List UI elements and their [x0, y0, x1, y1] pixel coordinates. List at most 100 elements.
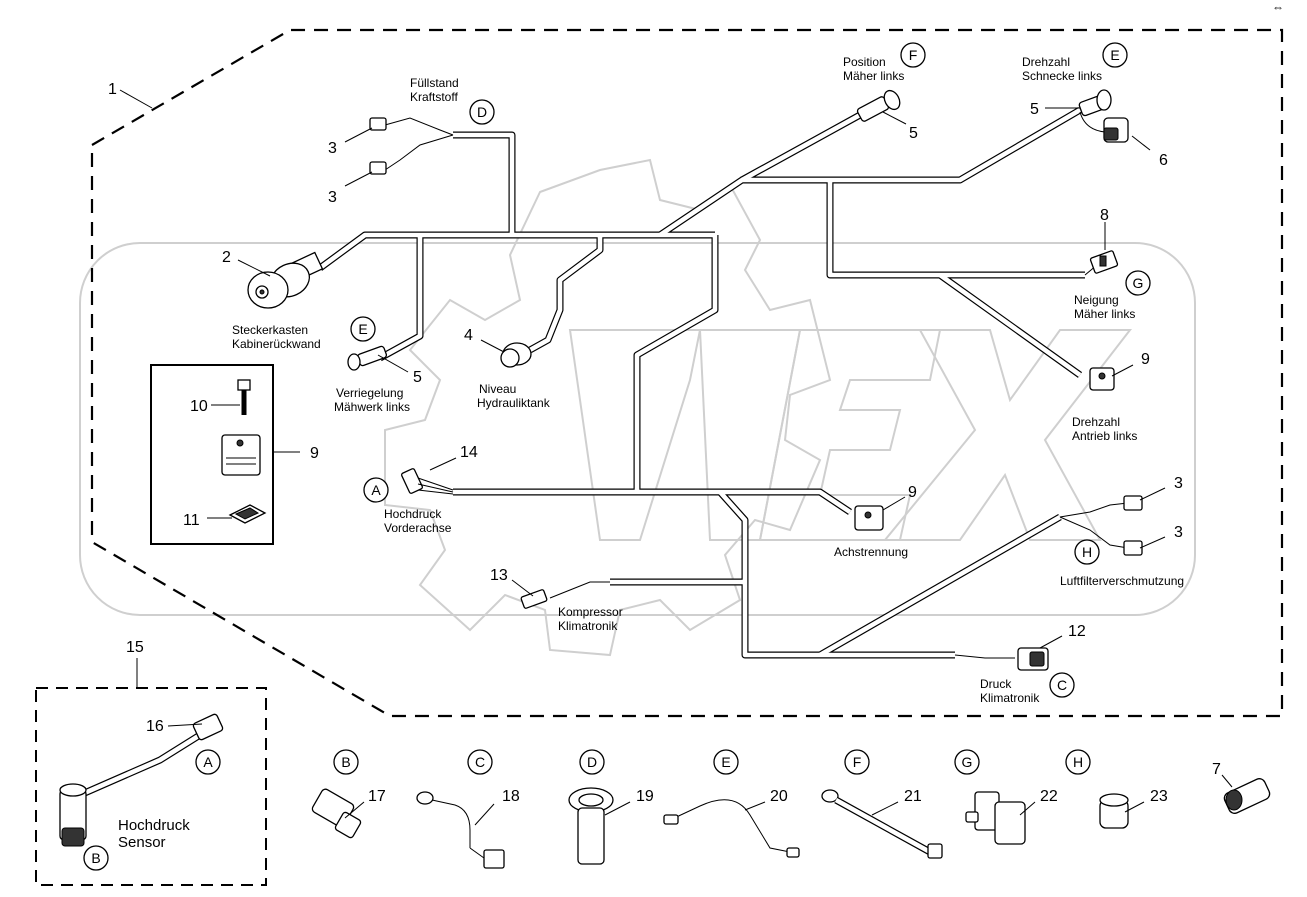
compressor-label-2: Klimatronik: [558, 619, 618, 633]
compressor-label-1: Kompressor: [558, 605, 623, 619]
letter-marker: A: [371, 482, 381, 498]
tilt-mower-connector: [1089, 250, 1119, 274]
hydraulic-level-connector: [500, 342, 532, 368]
fuel-level-plug-2: [369, 161, 387, 175]
tilt-mower-label-1: Neigung: [1074, 293, 1119, 307]
drive-speed-label-1: Drehzahl: [1072, 415, 1120, 429]
position-mower-label-2: Mäher links: [843, 69, 904, 83]
connector-box-label-1: Steckerkasten: [232, 323, 308, 337]
high-pressure-axle-connector: [401, 468, 454, 495]
part-number: 17: [368, 788, 386, 805]
part-number: 18: [502, 788, 520, 805]
letter-marker: A: [203, 754, 213, 770]
cable-20: [663, 799, 800, 858]
part-number: 3: [328, 140, 337, 157]
connector-box-label-2: Kabinerückwand: [232, 337, 321, 351]
letter-marker: F: [909, 47, 918, 63]
part-number: 23: [1150, 788, 1168, 805]
part-number: 3: [328, 189, 337, 206]
letter-marker: D: [477, 104, 487, 120]
part-number: 22: [1040, 788, 1058, 805]
part-number: 4: [464, 327, 473, 344]
sensor-assembly-box: [35, 687, 267, 886]
part-number: 5: [1030, 101, 1039, 118]
sensor-detail-box: [150, 364, 274, 545]
high-pressure-axle-label-1: Hochdruck: [384, 507, 442, 521]
fuel-sender-19: [568, 787, 614, 865]
function-labels: Füllstand Kraftstoff Position Mäher link…: [118, 55, 1184, 851]
letter-marker: E: [358, 321, 367, 337]
part-number-labels: 3 3 2 4 5 5 5 6 8 9 9 14 10 9 11 3 3 13 …: [146, 101, 1221, 805]
fuel-level-label-1: Füllstand: [410, 76, 459, 90]
letter-marker: C: [1057, 677, 1067, 693]
pressure-switch-17: [311, 788, 362, 839]
part-number: 16: [146, 718, 164, 735]
air-filter-plug-2: [1123, 540, 1143, 556]
watermark-gear: [384, 158, 832, 657]
letter-marker: H: [1082, 544, 1092, 560]
watermark-frame: [79, 242, 1196, 616]
part-number: 3: [1174, 475, 1183, 492]
assembly-number-main: 1: [108, 81, 117, 98]
letter-marker: G: [1133, 275, 1144, 291]
part-number: 9: [310, 445, 319, 462]
part-number: 14: [460, 444, 478, 461]
letter-marker: D: [587, 754, 597, 770]
part-number: 20: [770, 788, 788, 805]
letter-marker: B: [341, 754, 350, 770]
connector-letter-markers: D F E E G A H C A B B C D E F G H: [83, 42, 1151, 871]
leader-lines: [167, 107, 1233, 826]
part-number: 21: [904, 788, 922, 805]
part-number: 13: [490, 567, 508, 584]
axle-separation-sensor: [854, 505, 884, 531]
hydraulic-level-label-2: Hydrauliktank: [477, 396, 551, 410]
air-filter-label: Luftfilterverschmutzung: [1060, 574, 1184, 588]
mower-lock-label-2: Mähwerk links: [334, 400, 410, 414]
connector-box-connector: [247, 251, 324, 309]
letter-marker: G: [962, 754, 973, 770]
mower-lock-connector: [347, 345, 388, 371]
axle-separation-label: Achstrennung: [834, 545, 908, 559]
drive-speed-label-2: Antrieb links: [1072, 429, 1137, 443]
part-number: 6: [1159, 152, 1168, 169]
position-mower-connector: [856, 89, 901, 122]
auger-speed-connector: [1078, 89, 1129, 143]
part-number: 5: [909, 125, 918, 142]
pressure-clima-plug-face: [1029, 651, 1045, 667]
letter-marker: E: [1110, 47, 1119, 63]
letter-marker: C: [475, 754, 485, 770]
high-pressure-sensor-label-1: Hochdruck: [118, 817, 190, 834]
sensor-detail-parts: [221, 379, 267, 524]
fuel-level-plug-1: [369, 117, 387, 131]
letter-marker: H: [1073, 754, 1083, 770]
letter-marker: E: [721, 754, 730, 770]
part-number: 7: [1212, 761, 1221, 778]
air-filter-plug-1: [1123, 495, 1143, 511]
watermark-letter-x: [882, 329, 1133, 541]
auger-speed-label-1: Drehzahl: [1022, 55, 1070, 69]
part-number: 10: [190, 398, 208, 415]
high-pressure-axle-label-2: Vorderachse: [384, 521, 452, 535]
part-number: 9: [1141, 351, 1150, 368]
sensor-21: [821, 789, 943, 859]
letter-marker: F: [853, 754, 862, 770]
part-number: 19: [636, 788, 654, 805]
connector-7: [1223, 778, 1271, 814]
cap-23: [1099, 793, 1129, 829]
high-pressure-sensor-label-2: Sensor: [118, 834, 166, 851]
compressor-plug: [520, 589, 548, 609]
letter-marker: B: [91, 850, 100, 866]
corner-mark: ⇔: [1272, 0, 1284, 14]
fuel-level-label-2: Kraftstoff: [410, 90, 458, 104]
assembly-number-sensor: 15: [126, 639, 144, 656]
part-number: 9: [908, 484, 917, 501]
harness-wires: [317, 106, 1129, 659]
part-number: 8: [1100, 207, 1109, 224]
tilt-mower-label-2: Mäher links: [1074, 307, 1135, 321]
part-number: 12: [1068, 623, 1086, 640]
pressure-clima-label-2: Klimatronik: [980, 691, 1040, 705]
part-number: 5: [413, 369, 422, 386]
part-number: 2: [222, 249, 231, 266]
mower-lock-label-1: Verriegelung: [336, 386, 403, 400]
